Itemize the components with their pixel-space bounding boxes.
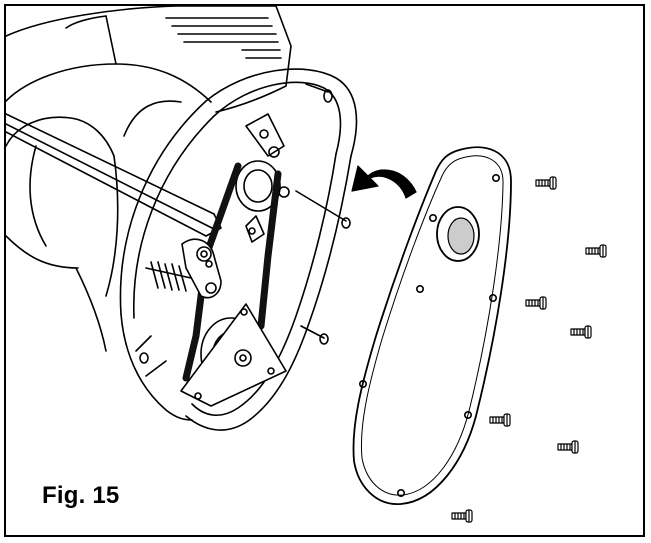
belt-cover-plate: [352, 146, 512, 505]
figure-frame: Fig. 15: [4, 4, 645, 537]
assembly-illustration: [6, 6, 607, 523]
screw-icon: [585, 244, 607, 258]
screw-icon: [557, 440, 579, 454]
screw-icon: [535, 176, 557, 190]
belt-housing-frame: [119, 68, 358, 431]
engine-housing: [6, 6, 292, 352]
screw-icon: [570, 325, 592, 339]
tension-spring-assembly: [145, 238, 222, 299]
screw-icon: [451, 509, 473, 523]
figure-caption: Fig. 15: [42, 482, 120, 509]
curved-arrow-icon: [351, 165, 417, 199]
screw-set: [451, 176, 607, 523]
handle-bars: [6, 113, 222, 237]
pulley-belt-system: [180, 113, 290, 407]
screw-icon: [489, 413, 511, 427]
screw-icon: [525, 296, 547, 310]
